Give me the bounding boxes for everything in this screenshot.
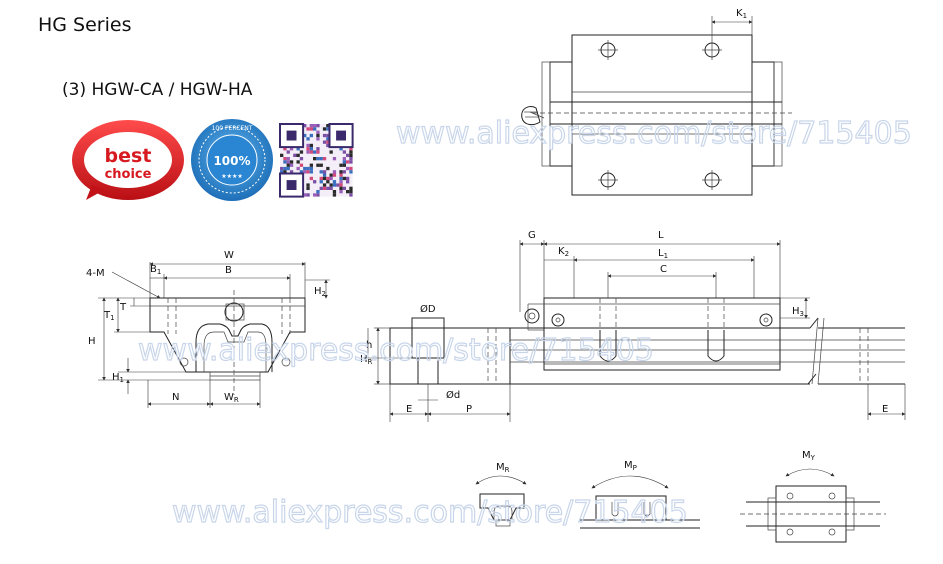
label-H2: H2 [314, 286, 326, 298]
choice-text: choice [105, 167, 152, 182]
percent-ring-text: 100 PERCENT [212, 125, 253, 132]
label-H3: H3 [792, 306, 804, 318]
moment-roll-diagram: MR [475, 462, 527, 527]
moment-yaw-diagram: MY [740, 450, 886, 543]
watermark-top: www.aliexpress.com/store/715405 [396, 116, 912, 151]
label-h: h [366, 340, 372, 351]
label-G: G [528, 230, 536, 241]
label-MY: MY [802, 450, 816, 462]
label-4M: 4-M [86, 268, 105, 279]
label-phiD: ØD [420, 303, 436, 315]
label-L1: L1 [658, 248, 668, 260]
side-view: G L L1 K2 C H3 ØD HR h [360, 230, 906, 422]
watermarks: www.aliexpress.com/store/715405 www.alie… [137, 115, 912, 530]
label-B: B [225, 265, 232, 276]
percent-stars: ★★★★ [221, 173, 243, 180]
label-MP: MP [624, 460, 637, 472]
label-T: T [119, 302, 127, 313]
label-L: L [658, 230, 664, 241]
label-phid: Ød [446, 389, 460, 401]
label-B1: B1 [150, 264, 161, 276]
label-T1: T1 [103, 310, 115, 322]
series-title: HG Series [38, 14, 132, 36]
label-C: C [660, 264, 667, 275]
label-W: W [224, 250, 234, 261]
end-view: W B B1 4-M H T1 T H1 H2 [86, 250, 330, 408]
label-HR: HR [360, 354, 373, 366]
model-title: (3) HGW-CA / HGW-HA [62, 80, 253, 100]
label-E-right: E [882, 404, 888, 415]
label-WR: WR [224, 392, 239, 404]
label-K1: K1 [736, 8, 747, 20]
watermark-middle: www.aliexpress.com/store/715405 [138, 333, 654, 368]
qr-code-icon [279, 123, 354, 198]
label-K2: K2 [558, 246, 569, 258]
label-MR: MR [496, 462, 510, 474]
percent-main-text: 100% [213, 154, 250, 168]
best-choice-badge: best choice [72, 120, 184, 200]
label-P: P [466, 404, 472, 415]
top-view: K1 [521, 8, 792, 196]
best-text: best [105, 145, 152, 167]
label-E-left: E [406, 404, 412, 415]
label-N: N [172, 392, 179, 403]
moment-pitch-diagram: MP [580, 460, 700, 529]
watermark-bottom: www.aliexpress.com/store/715405 [172, 495, 688, 530]
label-H: H [88, 336, 96, 347]
percent-seal-badge: 100% ★★★★ 100 PERCENT [191, 119, 273, 201]
label-H1: H1 [112, 372, 124, 384]
